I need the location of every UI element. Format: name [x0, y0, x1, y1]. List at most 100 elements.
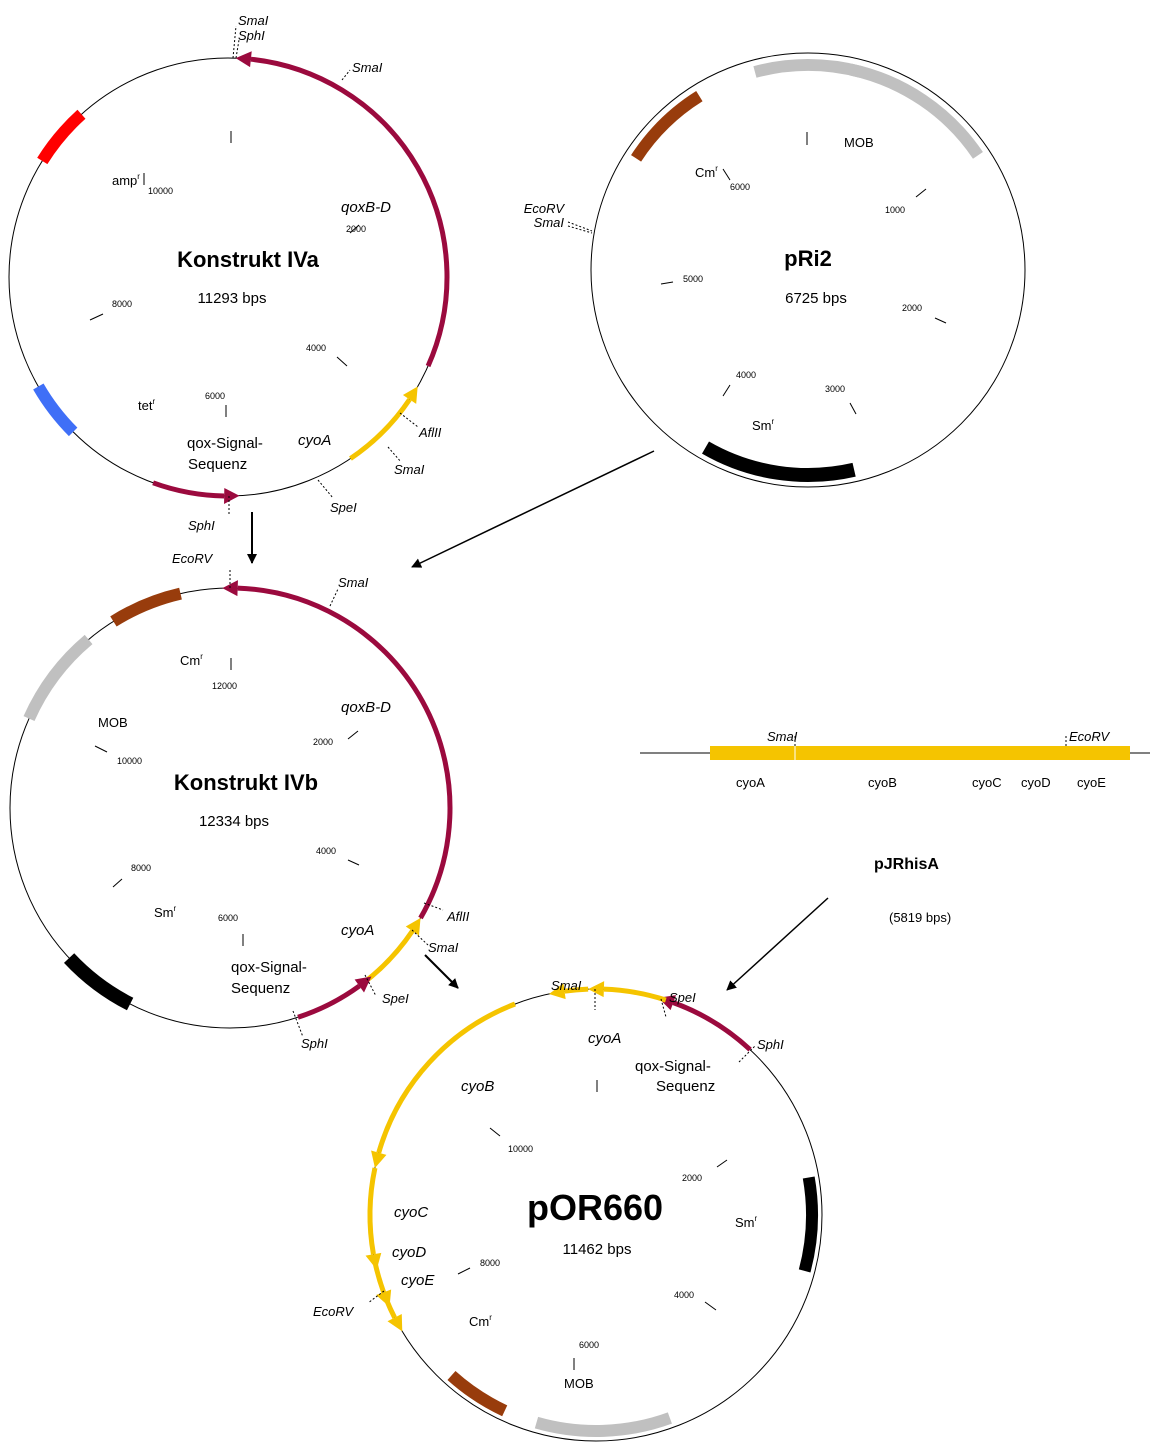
plasmid-konstrukt-iva: 2000 4000 6000 8000 10000 Konstrukt IVa … — [8, 13, 450, 533]
site-line — [341, 69, 351, 81]
arrow-pjrhisa-to-por660 — [726, 897, 829, 991]
site-label-smai-top: SmaI — [238, 13, 269, 28]
plasmid-size: 11293 bps — [198, 290, 267, 307]
plasmid-name: Konstrukt IVa — [177, 247, 320, 272]
tick-label: 1000 — [885, 205, 905, 215]
feature-arc-mob — [849, 63, 983, 159]
site-label-sphi-bottom: SphI — [188, 518, 215, 533]
feature-arc-qoxbd — [250, 56, 450, 368]
tick-label: 6000 — [579, 1340, 599, 1350]
site-label-sphi: SphI — [757, 1037, 784, 1052]
feature-label-cm: Cmr — [695, 164, 718, 180]
feature-label-sm: Smr — [752, 417, 775, 433]
site-line — [387, 446, 402, 463]
tick-label: 5000 — [683, 274, 703, 284]
gene-label-cyoe: cyoE — [1077, 775, 1106, 790]
feature-label-qoxbd: qoxB-D — [341, 699, 391, 716]
tick-mark — [347, 859, 360, 866]
tick-label: 4000 — [306, 343, 326, 353]
tick-label: 6000 — [205, 391, 225, 401]
feature-label-cm: Cmr — [469, 1313, 492, 1329]
feature-label-signal-2: Sequenz — [188, 456, 247, 473]
feature-arc-cyoa-2 — [564, 986, 589, 994]
feature-arc-cm — [447, 1371, 508, 1417]
feature-label-signal: qox-Signal- — [187, 435, 263, 452]
linear-name: pJRhisA — [874, 856, 939, 873]
feature-label-signal: qox-Signal- — [635, 1058, 711, 1075]
plasmid-pri2-circle — [590, 52, 1026, 488]
feature-arc-sm — [702, 441, 856, 482]
plasmid-name: pRi2 — [784, 246, 832, 271]
site-label-smai-top: SmaI — [338, 575, 369, 590]
site-line — [292, 1010, 304, 1038]
feature-arc-cm — [110, 587, 182, 627]
site-line — [317, 479, 334, 499]
site-line — [399, 412, 419, 428]
site-label-smai-lower: SmaI — [394, 462, 425, 477]
feature-arc-cyob-arrowhead — [371, 1150, 387, 1169]
tick-mark — [489, 1127, 501, 1137]
feature-label-cyoe: cyoE — [401, 1272, 435, 1289]
site-label-sphi: SphI — [301, 1036, 328, 1051]
feature-label-cyoa: cyoA — [341, 922, 374, 939]
feature-arc-cyoc-arrowhead — [365, 1252, 382, 1270]
tick-mark — [716, 1159, 728, 1168]
plasmid-por660: 2000 4000 6000 8000 10000 pOR660 11462 b… — [313, 978, 823, 1442]
tick-label: 3000 — [825, 384, 845, 394]
plasmid-size: 12334 bps — [199, 813, 269, 830]
feature-arc-qox-signal — [152, 480, 225, 499]
plasmid-pri2: 1000 2000 3000 4000 5000 6000 pRi2 6725 … — [524, 52, 1026, 488]
feature-label-amp: ampr — [112, 172, 140, 188]
tick-label: 10000 — [508, 1144, 533, 1154]
tick-label: 4000 — [674, 1290, 694, 1300]
feature-label-qoxbd: qoxB-D — [341, 199, 391, 216]
plasmid-size: 6725 bps — [785, 290, 847, 307]
site-label-ecorv: EcoRV — [524, 201, 566, 216]
feature-label-signal: qox-Signal- — [231, 959, 307, 976]
site-label-ecorv: EcoRV — [172, 551, 214, 566]
feature-label-cyob: cyoB — [461, 1078, 494, 1095]
site-line — [232, 25, 237, 59]
tick-label: 2000 — [902, 303, 922, 313]
feature-arc-qoxbd — [237, 585, 453, 920]
tick-mark — [660, 281, 674, 285]
site-label-smai-lower: SmaI — [428, 940, 459, 955]
site-line — [235, 39, 240, 59]
tick-label: 8000 — [480, 1258, 500, 1268]
feature-arc-qox-signal-arrowhead — [354, 976, 372, 993]
tick-label: 12000 — [212, 681, 237, 691]
feature-arc-cm — [631, 91, 703, 162]
feature-arc-cyoa — [349, 398, 412, 461]
tick-label: 2000 — [346, 224, 366, 234]
feature-label-cyoc: cyoC — [394, 1204, 428, 1221]
gene-label-cyod: cyoD — [1021, 775, 1051, 790]
feature-arc-mob — [534, 1412, 672, 1437]
tick-label: 8000 — [112, 299, 132, 309]
feature-label-sm: Smr — [154, 904, 177, 920]
site-label-ecorv: EcoRV — [1069, 729, 1111, 744]
plasmid-name: pOR660 — [527, 1187, 663, 1228]
linear-cyo-operon — [710, 746, 1130, 760]
tick-label: 6000 — [730, 182, 750, 192]
tick-mark — [849, 402, 857, 415]
tick-mark — [336, 356, 348, 367]
tick-mark — [915, 188, 927, 198]
tick-mark — [722, 384, 731, 397]
site-line — [660, 998, 667, 1018]
site-label-aflii: AflII — [418, 425, 442, 440]
feature-label-tet: tetr — [138, 397, 155, 413]
site-label-smai: SmaI — [767, 729, 798, 744]
feature-arc-cyoa-1-arrowhead — [588, 981, 605, 998]
feature-arc-cyoc — [367, 1167, 378, 1255]
feature-label-cm: Cmr — [180, 652, 203, 668]
feature-arc-sm — [63, 953, 134, 1011]
gene-label-cyoc: cyoC — [972, 775, 1002, 790]
site-label-aflii: AflII — [446, 909, 470, 924]
feature-label-mob: MOB — [564, 1376, 594, 1391]
feature-label-signal-2: Sequenz — [656, 1078, 715, 1095]
site-line — [423, 902, 444, 911]
plasmid-size: 11462 bps — [563, 1241, 632, 1258]
tick-mark — [347, 730, 359, 740]
linear-size: (5819 bps) — [889, 910, 951, 925]
